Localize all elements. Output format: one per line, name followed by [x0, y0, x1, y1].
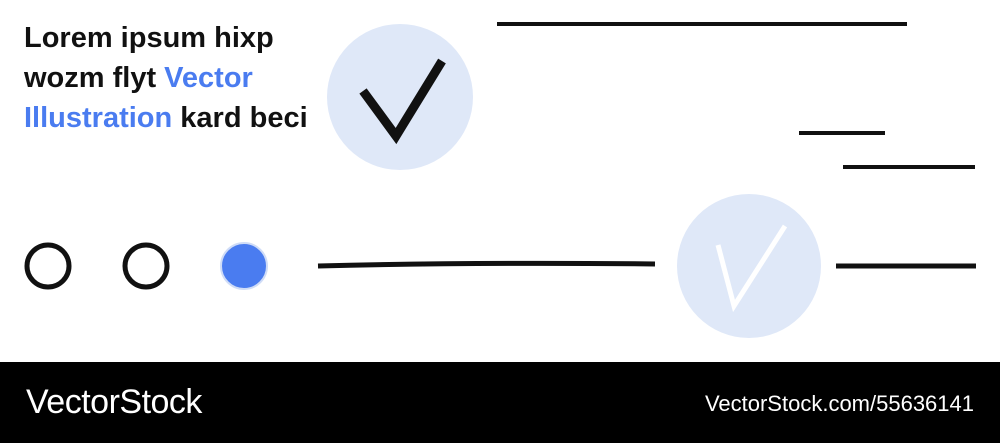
check-mark-icon: [359, 58, 446, 145]
decor-line-middle: [317, 260, 656, 269]
check-badge-small: [677, 194, 821, 338]
radio-empty-icon[interactable]: [122, 242, 170, 290]
radio-filled-icon[interactable]: [220, 242, 268, 290]
check-mark-icon: [715, 224, 788, 313]
headline-text: Lorem ipsum hixp wozm flyt Vector Illust…: [24, 18, 324, 138]
headline-part-1: Lorem ipsum hixp wozm flyt: [24, 22, 274, 94]
footer-bar: VectorStock VectorStock.com/55636141: [0, 362, 1000, 443]
radio-empty-icon[interactable]: [24, 242, 72, 290]
brand-logo: VectorStock: [26, 383, 202, 421]
headline-accent: Vector Illustration: [24, 62, 253, 134]
check-badge-large: [327, 24, 473, 170]
headline-part-2: kard beci: [172, 102, 308, 134]
illustration: [24, 22, 976, 338]
image-reference: VectorStock.com/55636141: [704, 391, 974, 416]
